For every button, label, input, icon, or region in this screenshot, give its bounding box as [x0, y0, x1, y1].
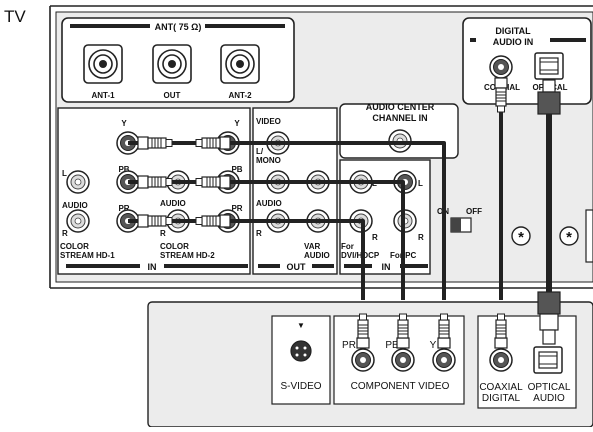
- output-section: OUT VIDEO L/ MONO AUDIO R VAR AUDIO: [252, 107, 338, 275]
- digital-audio-title-1: DIGITAL: [495, 26, 531, 36]
- hd1-r-label: R: [62, 229, 68, 238]
- for-dvi-2: DVI/HDCP: [341, 251, 380, 260]
- out-label: OUT: [287, 262, 307, 272]
- dev-y-label: Y: [430, 340, 437, 351]
- y-cable: [128, 141, 446, 300]
- optical-in-port[interactable]: [534, 52, 564, 80]
- tv-label: TV: [4, 7, 26, 26]
- hd1-name-1: COLOR: [60, 242, 89, 251]
- dev-optical-port[interactable]: [533, 346, 563, 374]
- hd2-r-label: R: [160, 229, 166, 238]
- dev-pb-label: PB: [385, 340, 399, 351]
- video-out-label: VIDEO: [256, 117, 281, 126]
- digital-audio-title-2: AUDIO IN: [493, 37, 534, 47]
- hd2-name-2: STREAM HD-2: [160, 251, 215, 260]
- hd1-audio-r-jack[interactable]: [66, 209, 90, 233]
- asterisk-marker-1: *: [511, 226, 531, 246]
- coaxial-digital-cable: [494, 77, 508, 349]
- pc-r-label: R: [418, 233, 424, 242]
- component-video-label: COMPONENT VIDEO: [351, 381, 450, 392]
- dvi-in-label: IN: [382, 262, 391, 272]
- var-audio-1: VAR: [304, 242, 321, 251]
- pc-l-label: L: [418, 179, 423, 188]
- hd1-pb-label: PB: [118, 165, 129, 174]
- dvi-r-label: R: [372, 233, 378, 242]
- asterisk-2-text: *: [566, 229, 572, 246]
- dev-pr-label: PR: [342, 340, 356, 351]
- lmono-label-1: L/: [256, 147, 264, 156]
- audio-center-line2: CHANNEL IN: [372, 113, 427, 123]
- asterisk-1-text: *: [518, 229, 524, 246]
- dev-coax-label-1: COAXIAL: [479, 382, 523, 393]
- svideo-label: S-VIDEO: [280, 381, 321, 392]
- dev-optical-label-1: OPTICAL: [528, 382, 571, 393]
- digital-audio-out-section: COAXIAL DIGITAL OPTICAL AUDIO: [477, 315, 577, 409]
- var-audio-2: AUDIO: [304, 251, 330, 260]
- hd2-name-1: COLOR: [160, 242, 189, 251]
- hd1-audio-label: AUDIO: [62, 201, 88, 210]
- svideo-section: ▼ S-VIDEO: [271, 315, 331, 405]
- audio-center-line1: AUDIO CENTER: [366, 102, 435, 112]
- optical-cable: [537, 79, 561, 345]
- audio-out-label: AUDIO: [256, 199, 282, 208]
- antenna-section: ANT( 75 Ω) ANT-1 OUT ANT-2: [61, 17, 295, 103]
- hd1-audio-l-jack[interactable]: [66, 170, 90, 194]
- ant-out-label: OUT: [164, 91, 181, 100]
- hd1-l-label: L: [62, 169, 67, 178]
- ant-1-port[interactable]: [83, 44, 123, 84]
- asterisk-marker-2: *: [559, 226, 579, 246]
- dev-pb-jack[interactable]: [391, 348, 415, 372]
- hd1-y-label: Y: [121, 119, 127, 128]
- svideo-port[interactable]: [290, 340, 312, 362]
- dev-coax-label-2: DIGITAL: [482, 393, 521, 404]
- hd2-pb-label: PB: [231, 165, 242, 174]
- hd2-y-label: Y: [234, 119, 240, 128]
- dev-y-jack[interactable]: [432, 348, 456, 372]
- ant-1-label: ANT-1: [91, 91, 115, 100]
- ant-2-port[interactable]: [220, 44, 260, 84]
- for-dvi-1: For: [341, 242, 354, 251]
- antenna-title: ANT( 75 Ω): [155, 22, 202, 32]
- dev-coaxial-jack[interactable]: [489, 348, 513, 372]
- hd1-name-2: STREAM HD-1: [60, 251, 115, 260]
- dev-pr-jack[interactable]: [351, 348, 375, 372]
- ant-2-label: ANT-2: [228, 91, 252, 100]
- digital-audio-in-section: DIGITAL AUDIO IN COAXIAL OPTICAL: [462, 17, 592, 105]
- component-in-section: IN Y Y PB PB PR PR L AUDIO R AUDIO R COL…: [57, 107, 251, 275]
- on-off-switch[interactable]: [450, 217, 472, 233]
- coaxial-in-port[interactable]: [489, 55, 513, 79]
- ant-out-port[interactable]: [152, 44, 192, 84]
- lmono-label-2: MONO: [256, 156, 281, 165]
- hd1-pr-label: PR: [118, 204, 129, 213]
- audio-center-section: AUDIO CENTER CHANNEL IN: [339, 102, 459, 159]
- dev-optical-label-2: AUDIO: [533, 393, 565, 404]
- svg-text:▼: ▼: [297, 321, 305, 330]
- hd2-audio-label: AUDIO: [160, 199, 186, 208]
- r-out-label: R: [256, 229, 262, 238]
- switch-off-label: OFF: [466, 207, 482, 216]
- hd2-pr-label: PR: [231, 204, 242, 213]
- dvi-pc-section: IN L L R R For DVI/HDCP For PC: [339, 159, 431, 275]
- component-in-label: IN: [148, 262, 157, 272]
